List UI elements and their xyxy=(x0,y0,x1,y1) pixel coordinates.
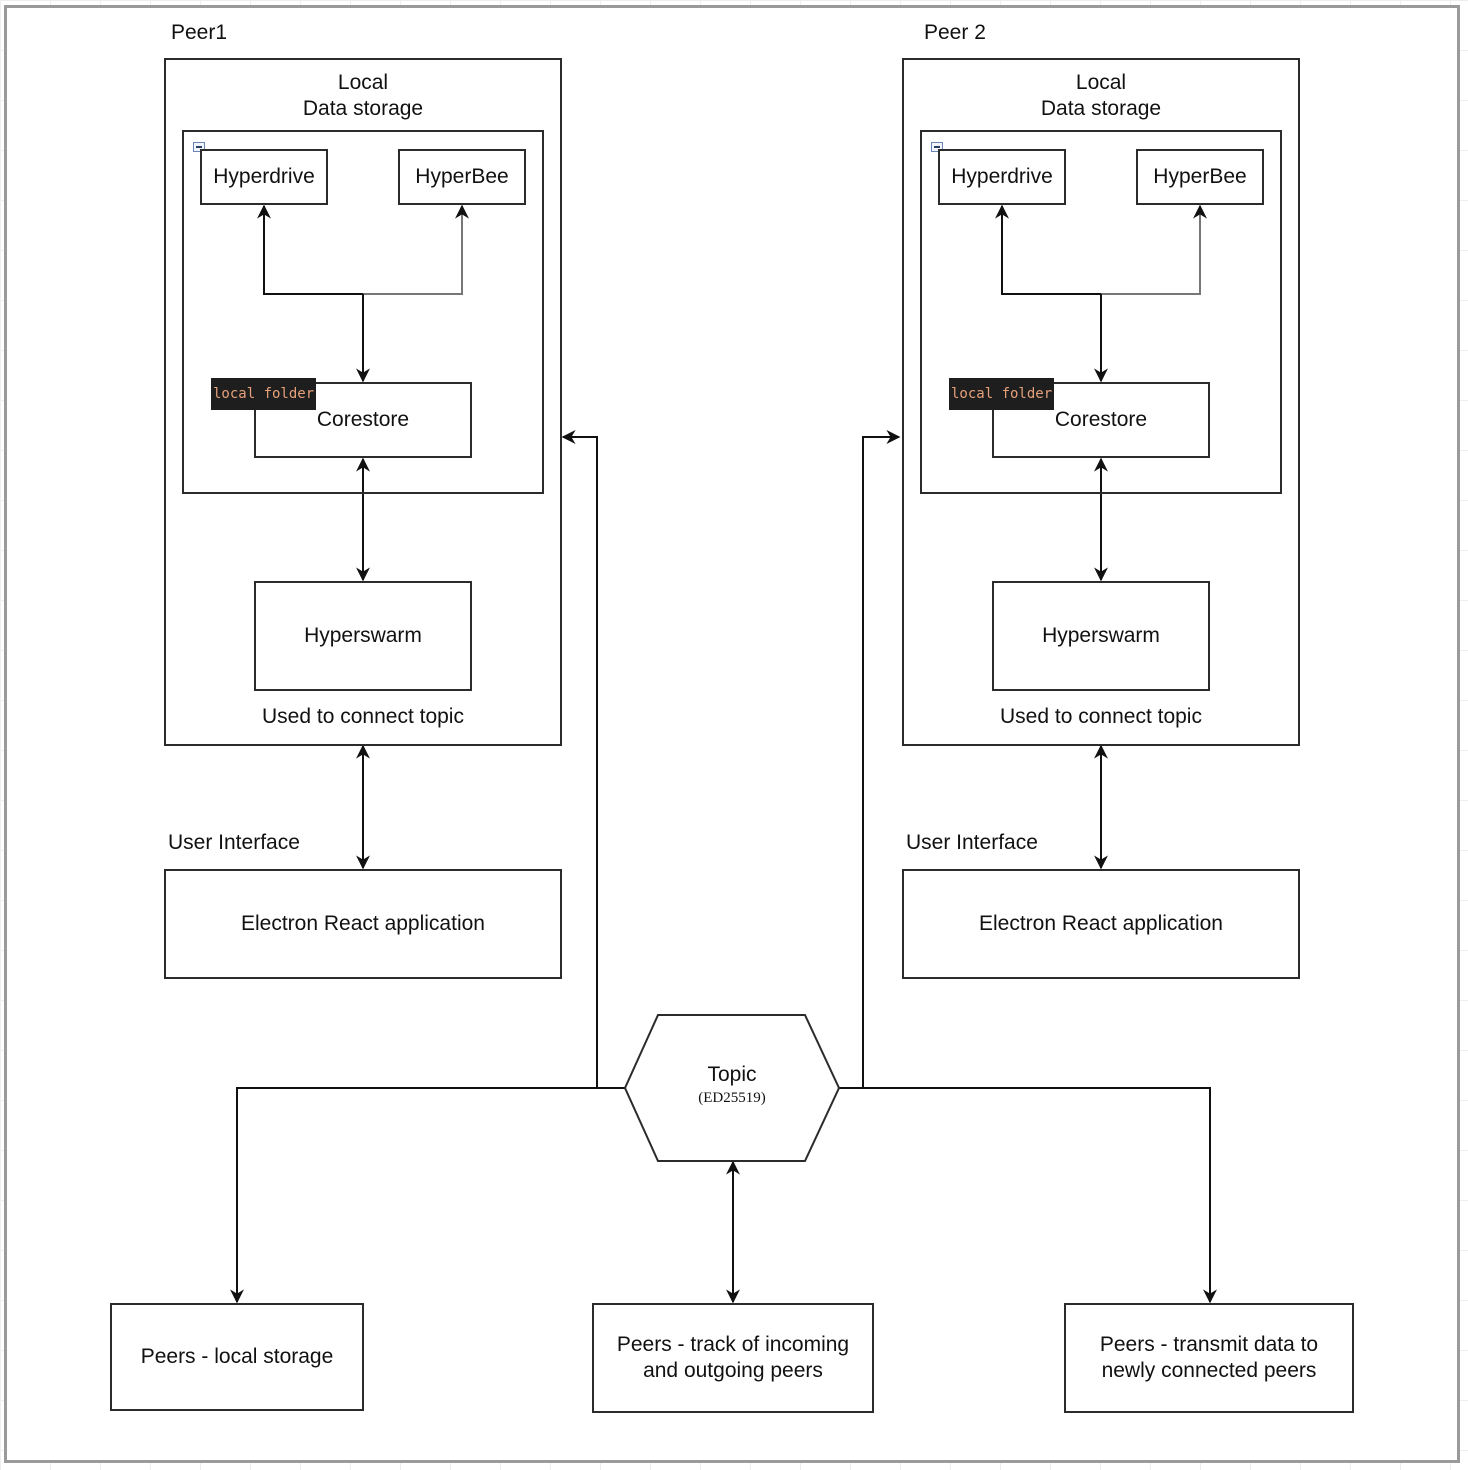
topic-label: Topic (ED25519) xyxy=(625,1062,839,1108)
p2-hyperswarm-box[interactable]: Hyperswarm xyxy=(992,581,1210,691)
p2-collapse-icon[interactable] xyxy=(931,142,943,152)
p2-corestore-to-hyperbee-connector xyxy=(1101,204,1207,295)
p1-electron-app-box[interactable]: Electron React application xyxy=(164,869,562,979)
p2-corestore-to-hyperdrive-connector xyxy=(995,204,1101,295)
p2-electron-app-box[interactable]: Electron React application xyxy=(902,869,1300,979)
peers-transmit-box[interactable]: Peers - transmit data to newly connected… xyxy=(1064,1303,1354,1413)
p1-local-folder-tag: local folder xyxy=(211,378,317,410)
peer2-storage-title: Local Data storage xyxy=(1040,71,1162,120)
p1-hyperbee-box[interactable]: HyperBee xyxy=(398,149,526,205)
p2-hyperdrive-box[interactable]: Hyperdrive xyxy=(938,149,1066,205)
topic-to-peer1-connector xyxy=(561,430,625,1089)
p1-collapse-icon[interactable] xyxy=(193,142,205,152)
p1-hyperswarm-box[interactable]: Hyperswarm xyxy=(254,581,472,691)
peer1-storage-group[interactable] xyxy=(182,130,544,494)
topic-subtitle: (ED25519) xyxy=(698,1090,766,1106)
p1-ui-label: User Interface xyxy=(168,831,300,854)
p2-ui-label: User Interface xyxy=(906,831,1038,854)
p1-corestore-to-hyperbee-connector xyxy=(363,204,469,295)
peers-track-box[interactable]: Peers - track of incoming and outgoing p… xyxy=(592,1303,874,1413)
peer1-title: Peer1 xyxy=(171,21,228,44)
peers-local-storage-box[interactable]: Peers - local storage xyxy=(110,1303,364,1411)
topic-to-peer2-connector xyxy=(839,430,901,1089)
p2-local-folder-tag: local folder xyxy=(949,378,1055,410)
topic-hexagon[interactable] xyxy=(620,1012,846,1166)
peer2-storage-group[interactable] xyxy=(920,130,1282,494)
peer2-container[interactable] xyxy=(902,58,1300,746)
p1-hyperdrive-box[interactable]: Hyperdrive xyxy=(200,149,328,205)
peer1-storage-title: Local Data storage xyxy=(302,71,424,120)
p2-connect-caption: Used to connect topic xyxy=(1000,705,1202,728)
peer1-container[interactable] xyxy=(164,58,562,746)
topic-title: Topic xyxy=(707,1063,757,1086)
peer2-title: Peer 2 xyxy=(924,21,986,44)
p2-hyperbee-box[interactable]: HyperBee xyxy=(1136,149,1264,205)
p1-corestore-to-hyperdrive-connector xyxy=(257,204,363,295)
topic-to-transmit-connector xyxy=(839,1087,1217,1304)
p1-connect-caption: Used to connect topic xyxy=(262,705,464,728)
topic-to-local-storage-connector xyxy=(230,1087,625,1304)
